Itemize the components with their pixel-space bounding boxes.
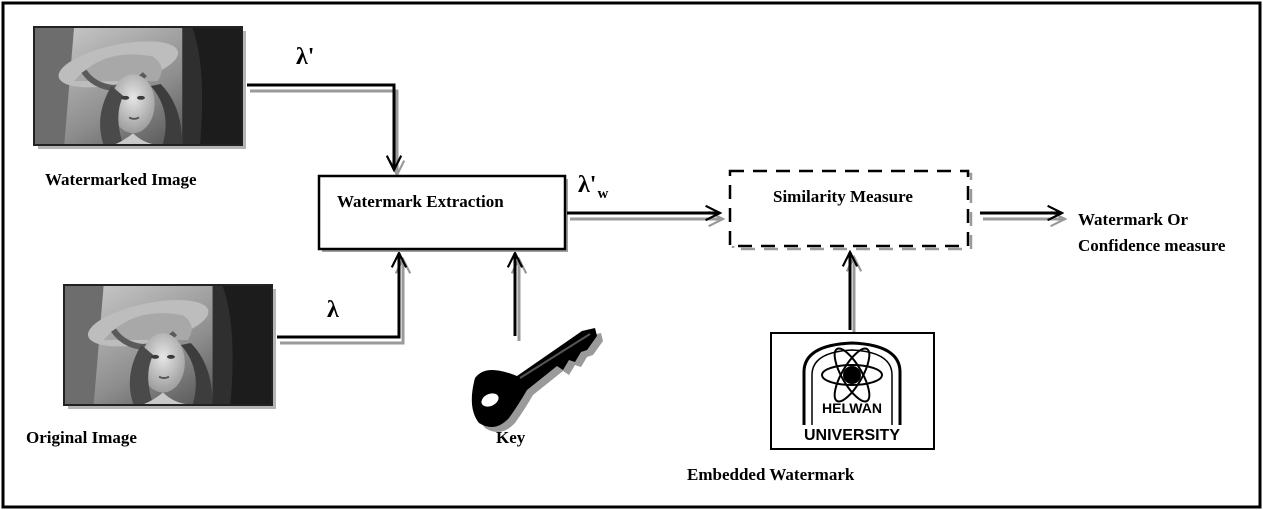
lambda-prime-w-label: λ'w (578, 172, 608, 203)
similarity-measure-box (728, 169, 973, 251)
output-label-line1: Watermark Or (1078, 210, 1188, 229)
watermark-extraction-label: Watermark Extraction (337, 192, 504, 211)
watermarked-image-label: Watermarked Image (45, 170, 197, 189)
connector-key-to-extraction (515, 253, 519, 341)
output-label-line2: Confidence measure (1078, 236, 1226, 255)
connector-watermarked-to-extraction (247, 83, 397, 175)
lambda-label: λ (327, 297, 339, 323)
helwan-logo: HELWAN UNIVERSITY (770, 332, 935, 450)
connector-watermark-to-similarity (850, 252, 854, 335)
connector-original-to-extraction (277, 253, 403, 345)
similarity-measure-label: Similarity Measure (773, 187, 913, 206)
lambda-prime-w-main: λ' (578, 172, 597, 198)
connector-similarity-to-output (980, 213, 1065, 219)
original-image (63, 284, 276, 409)
watermark-extraction-box (317, 174, 568, 252)
logo-line2: UNIVERSITY (804, 427, 900, 444)
connector-extraction-to-similarity (567, 213, 723, 219)
key-label: Key (496, 428, 526, 447)
lambda-prime-label: λ' (296, 44, 315, 70)
lambda-prime-w-subscript: w (597, 186, 609, 202)
embedded-watermark-label: Embedded Watermark (687, 465, 855, 484)
original-image-label: Original Image (26, 428, 137, 447)
key-icon (471, 328, 603, 432)
logo-line1: HELWAN (822, 400, 882, 416)
watermarked-image (33, 26, 246, 149)
